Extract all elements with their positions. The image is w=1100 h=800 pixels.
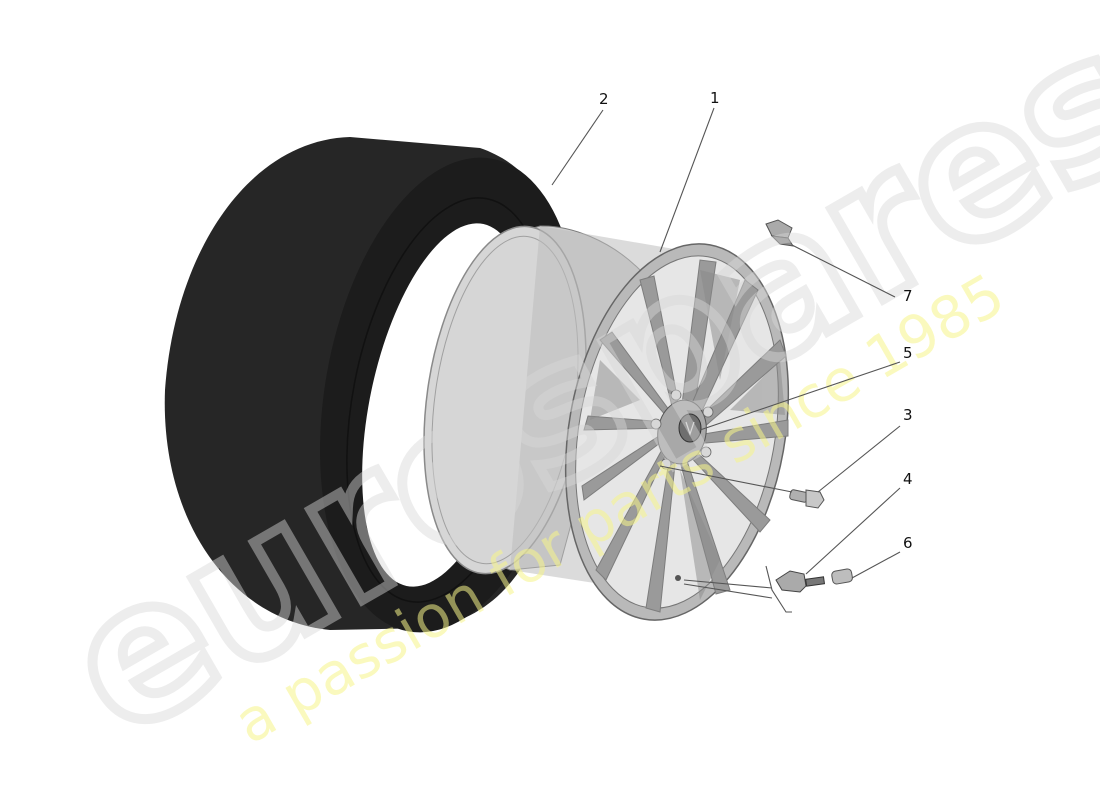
leader-bracket-4 bbox=[765, 565, 792, 613]
leader-line-4 bbox=[805, 487, 901, 575]
wheel-bolt-part bbox=[789, 489, 825, 509]
callout-4: 4 bbox=[903, 470, 913, 488]
callout-5: 5 bbox=[903, 344, 913, 362]
callout-7: 7 bbox=[903, 287, 913, 305]
leader-line-3 bbox=[817, 425, 901, 493]
callout-labels: 1 2 3 4 5 6 7 bbox=[599, 89, 913, 552]
leader-line-3-hidden bbox=[659, 465, 793, 493]
valve-cap-part bbox=[831, 568, 853, 585]
callout-3: 3 bbox=[903, 406, 913, 424]
leader-line-2 bbox=[551, 109, 604, 186]
callout-1: 1 bbox=[710, 89, 720, 107]
leader-lines bbox=[551, 107, 901, 613]
leader-line-5 bbox=[699, 361, 901, 431]
balance-weight-part bbox=[765, 219, 795, 247]
leader-line-1 bbox=[659, 107, 715, 253]
callout-2: 2 bbox=[599, 90, 609, 108]
leader-line-4-hidden bbox=[683, 579, 773, 589]
center-cap-emblem bbox=[678, 413, 702, 443]
leader-line-7 bbox=[791, 244, 896, 298]
callout-6: 6 bbox=[903, 534, 913, 552]
tpms-valve-part bbox=[775, 570, 826, 593]
leader-line-6 bbox=[851, 551, 901, 579]
wheel-rim-part bbox=[423, 225, 790, 621]
